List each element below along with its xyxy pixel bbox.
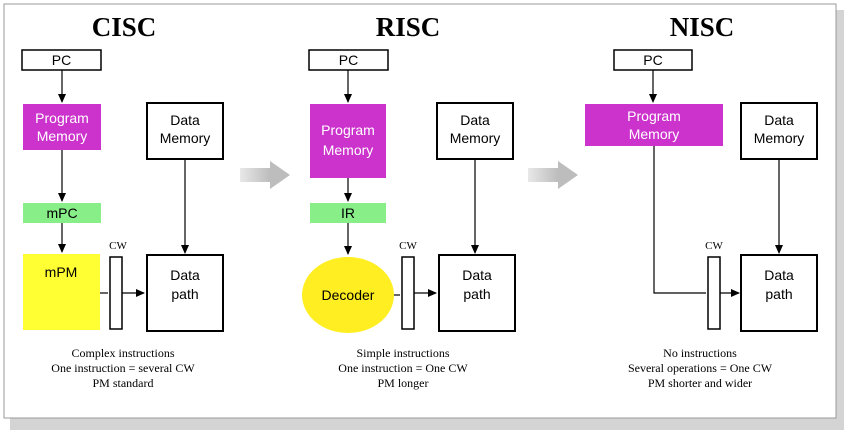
risc-caption-1: Simple instructions [357, 346, 450, 360]
cisc-mpc-label: mPC [46, 205, 77, 221]
risc-data-path-label-1: Data [462, 267, 492, 283]
nisc-program-memory-label-2: Memory [629, 126, 680, 142]
risc-cw-label: CW [399, 240, 417, 252]
cisc-mpc-box [23, 203, 101, 223]
risc-cw-register [401, 256, 415, 330]
risc-title: RISC [376, 12, 441, 42]
cisc-program-memory [23, 104, 101, 150]
nisc-data-memory [740, 102, 818, 160]
nisc-title: NISC [670, 12, 735, 42]
nisc-data-path-label-2: path [765, 286, 792, 302]
flow-arrow-risc-to-nisc [528, 161, 578, 189]
risc-data-memory [436, 102, 514, 160]
cisc-caption-1: Complex instructions [72, 346, 175, 360]
cisc-panel: CISC PC Program Memory mPC mPM CW Data M… [21, 12, 224, 390]
risc-panel: RISC PC Program Memory IR Decoder CW Dat… [302, 12, 516, 390]
risc-data-memory-label-1: Data [460, 112, 490, 128]
nisc-program-memory [585, 104, 723, 146]
risc-ir-label: IR [341, 205, 355, 221]
cisc-data-path-label-1: Data [170, 267, 200, 283]
nisc-caption-1: No instructions [663, 346, 737, 360]
risc-caption-3: PM longer [378, 376, 429, 390]
cisc-cw-label: CW [109, 240, 127, 252]
risc-program-memory-label-2: Memory [323, 142, 374, 158]
cisc-data-path [146, 254, 224, 332]
risc-caption-2: One instruction = One CW [338, 361, 468, 375]
cisc-data-path-label-2: path [171, 286, 198, 302]
cisc-data-memory-label-1: Data [170, 112, 200, 128]
risc-ir-box [310, 203, 386, 223]
cisc-mpm-box [23, 254, 100, 330]
cisc-caption-2: One instruction = several CW [51, 361, 195, 375]
risc-data-path [438, 254, 516, 332]
diagram-frame [3, 3, 837, 419]
cisc-data-memory [146, 102, 224, 160]
flow-arrow-cisc-to-risc [240, 161, 290, 189]
nisc-data-path [740, 254, 818, 332]
cisc-cw-register [109, 256, 123, 330]
nisc-program-memory-label-1: Program [627, 108, 681, 124]
cisc-program-memory-label-2: Memory [37, 128, 88, 144]
cisc-program-memory-label-1: Program [35, 110, 89, 126]
risc-data-memory-label-2: Memory [450, 130, 501, 146]
cisc-caption-3: PM standard [93, 376, 154, 390]
nisc-caption-3: PM shorter and wider [648, 376, 752, 390]
cisc-title: CISC [92, 12, 157, 42]
nisc-data-memory-label-2: Memory [754, 130, 805, 146]
nisc-pm-to-cw [653, 146, 706, 294]
nisc-cw-register [707, 256, 721, 330]
nisc-cw-label: CW [705, 240, 723, 252]
cisc-data-memory-label-2: Memory [160, 130, 211, 146]
risc-program-memory [310, 104, 386, 178]
nisc-pc-label: PC [643, 52, 662, 68]
risc-decoder-label: Decoder [322, 287, 375, 303]
cisc-pc-label: PC [52, 52, 71, 68]
risc-decoder [302, 257, 394, 333]
risc-data-path-label-2: path [463, 286, 490, 302]
risc-pc-label: PC [339, 52, 358, 68]
nisc-caption-2: Several operations = One CW [628, 361, 773, 375]
nisc-data-memory-label-1: Data [764, 112, 794, 128]
nisc-data-path-label-1: Data [764, 267, 794, 283]
nisc-panel: NISC PC Program Memory CW Data Memory Da… [585, 12, 818, 390]
risc-program-memory-label-1: Program [321, 122, 375, 138]
cisc-mpm-label: mPM [45, 264, 78, 280]
